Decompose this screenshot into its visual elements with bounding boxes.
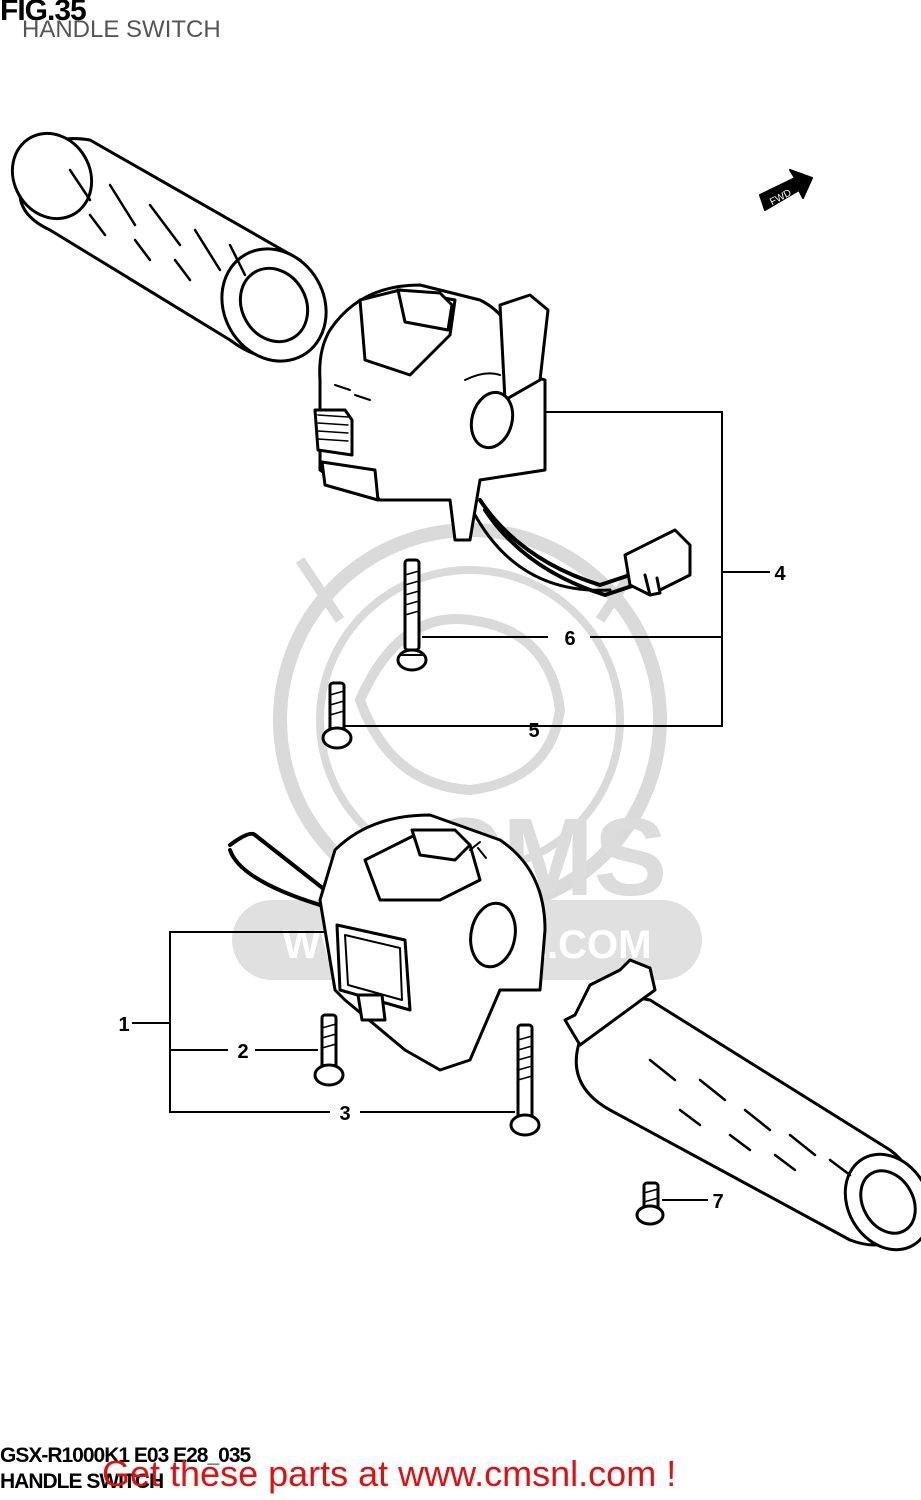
figure-number: FIG.35 (0, 0, 87, 27)
callout-4: 4 (774, 563, 786, 585)
model-title: HANDLE SWITCH (0, 1470, 164, 1493)
model-code: GSX-R1000K1 E03 E28_035 (0, 1444, 251, 1467)
callout-7: 7 (712, 1191, 723, 1213)
callout-1: 1 (118, 1014, 129, 1036)
callout-5: 5 (528, 720, 539, 742)
left-handle-switch (313, 283, 692, 597)
right-grip (563, 958, 921, 1252)
figure-title: HANDLE SWITCH (22, 16, 221, 43)
callout-2: 2 (237, 1041, 248, 1063)
leader-lines (132, 411, 770, 1201)
promo-link[interactable]: Get these parts at www.cmsnl.com ! (102, 1453, 677, 1494)
screw-5 (321, 681, 353, 750)
screw-6 (396, 558, 428, 672)
callout-6: 6 (564, 628, 575, 650)
fwd-arrow-icon: FWD (759, 169, 813, 211)
right-handle-switch (228, 813, 547, 1072)
callout-3: 3 (339, 1103, 350, 1125)
screw-2 (313, 1013, 345, 1087)
left-grip (10, 131, 328, 363)
screw-7 (635, 1181, 665, 1226)
screw-3 (509, 1023, 541, 1137)
